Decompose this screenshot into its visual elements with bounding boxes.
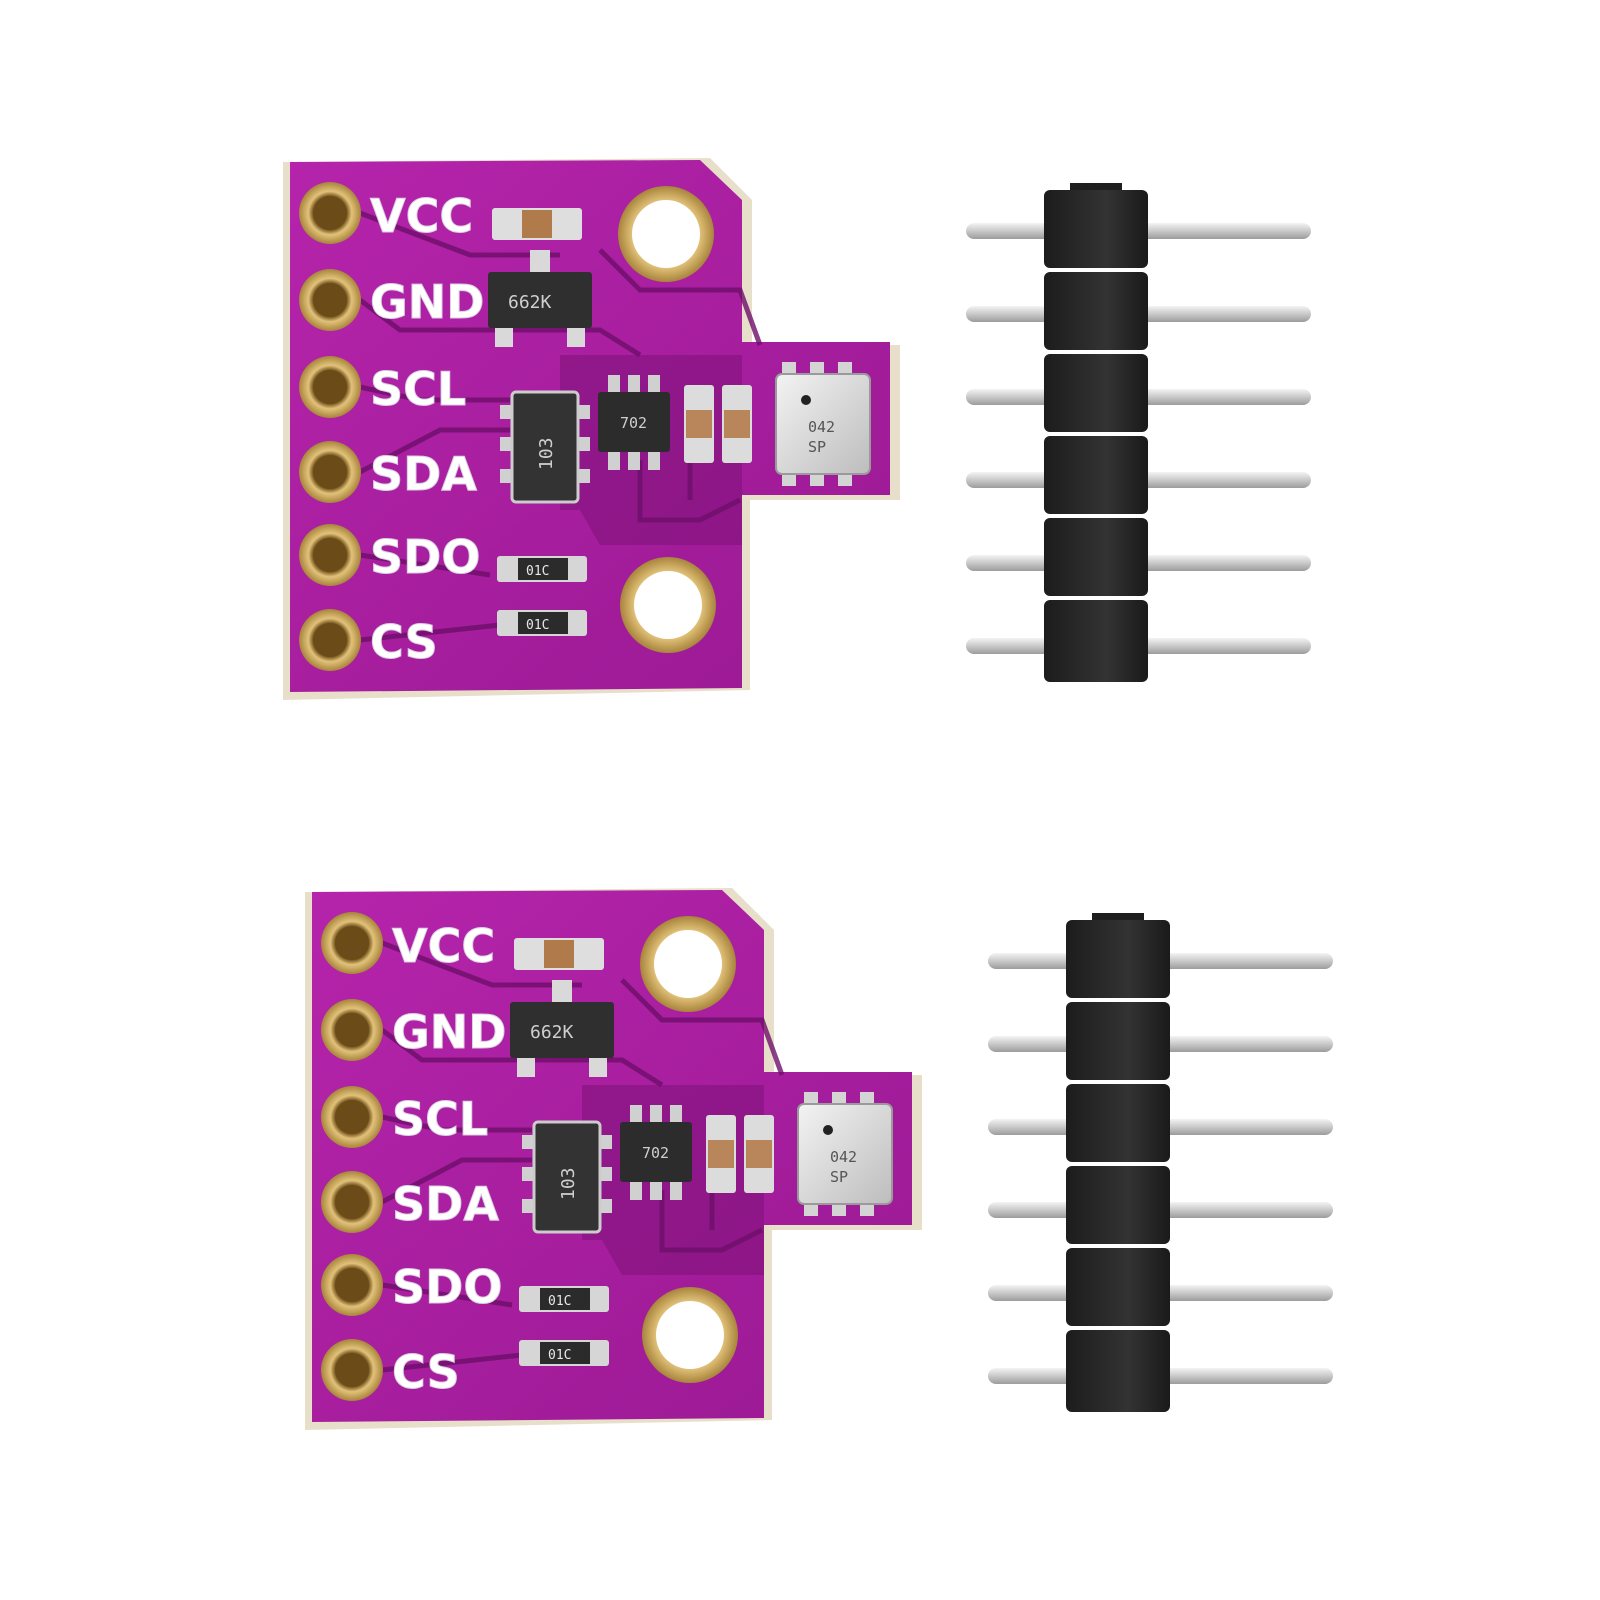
header-housing — [1066, 913, 1170, 1412]
pressure-sensor: 042 SP — [775, 362, 871, 486]
pin-header-2 — [988, 913, 1333, 1412]
capacitor — [514, 938, 604, 970]
pin-label-vcc: VCC — [370, 189, 473, 243]
sensor-marking-line2: SP — [808, 438, 826, 456]
pressure-sensor: 042 SP — [797, 1092, 893, 1216]
resistor: 01C — [519, 1340, 609, 1366]
pin-label-vcc: VCC — [392, 919, 495, 973]
pin-label-scl: SCL — [370, 362, 466, 416]
resistor: 01C — [519, 1286, 609, 1312]
pin-label-scl: SCL — [392, 1092, 488, 1146]
transistor-array-chip: 103 — [500, 390, 590, 504]
regulator-chip: 662K — [510, 980, 614, 1077]
pin-header-1 — [966, 183, 1311, 682]
pin-pads — [321, 912, 383, 1401]
sensor-marking-line2: SP — [830, 1168, 848, 1186]
sensor-marking-line1: 042 — [830, 1148, 857, 1166]
resistor: 01C — [497, 556, 587, 582]
pin-label-cs: CS — [392, 1345, 460, 1399]
level-shifter-chip: 702 — [598, 375, 670, 470]
pin-label-sdo: SDO — [370, 530, 480, 584]
resistor: 01C — [497, 610, 587, 636]
sensor-module-2: VCC GND SCL SDA SDO CS 662K 103 — [305, 888, 922, 1430]
capacitor-pair — [684, 385, 752, 463]
resistor-marking-2: 01C — [526, 618, 549, 633]
level-shifter-chip: 702 — [620, 1105, 692, 1200]
pin-label-cs: CS — [370, 615, 438, 669]
resistor-marking-1: 01C — [548, 1294, 571, 1309]
sensor-marking-line1: 042 — [808, 418, 835, 436]
capacitor — [492, 208, 582, 240]
transistor-array-marking: 103 — [536, 437, 557, 470]
pin-label-sda: SDA — [392, 1177, 499, 1231]
sensor-module-1: VCC GND SCL SDA SDO CS 662K 103 — [283, 158, 900, 700]
resistor-marking-1: 01C — [526, 564, 549, 579]
resistor-marking-2: 01C — [548, 1348, 571, 1363]
pin-pads — [299, 182, 361, 671]
level-shifter-marking: 702 — [642, 1144, 669, 1162]
regulator-marking: 662K — [508, 292, 552, 313]
regulator-marking: 662K — [530, 1022, 574, 1043]
transistor-array-marking: 103 — [558, 1167, 579, 1200]
capacitor-pair — [706, 1115, 774, 1193]
header-housing — [1044, 183, 1148, 682]
pin-label-gnd: GND — [392, 1005, 506, 1059]
level-shifter-marking: 702 — [620, 414, 647, 432]
regulator-chip: 662K — [488, 250, 592, 347]
pin-label-sdo: SDO — [392, 1260, 502, 1314]
transistor-array-chip: 103 — [522, 1120, 612, 1234]
pin-label-gnd: GND — [370, 275, 484, 329]
pin-label-sda: SDA — [370, 447, 477, 501]
